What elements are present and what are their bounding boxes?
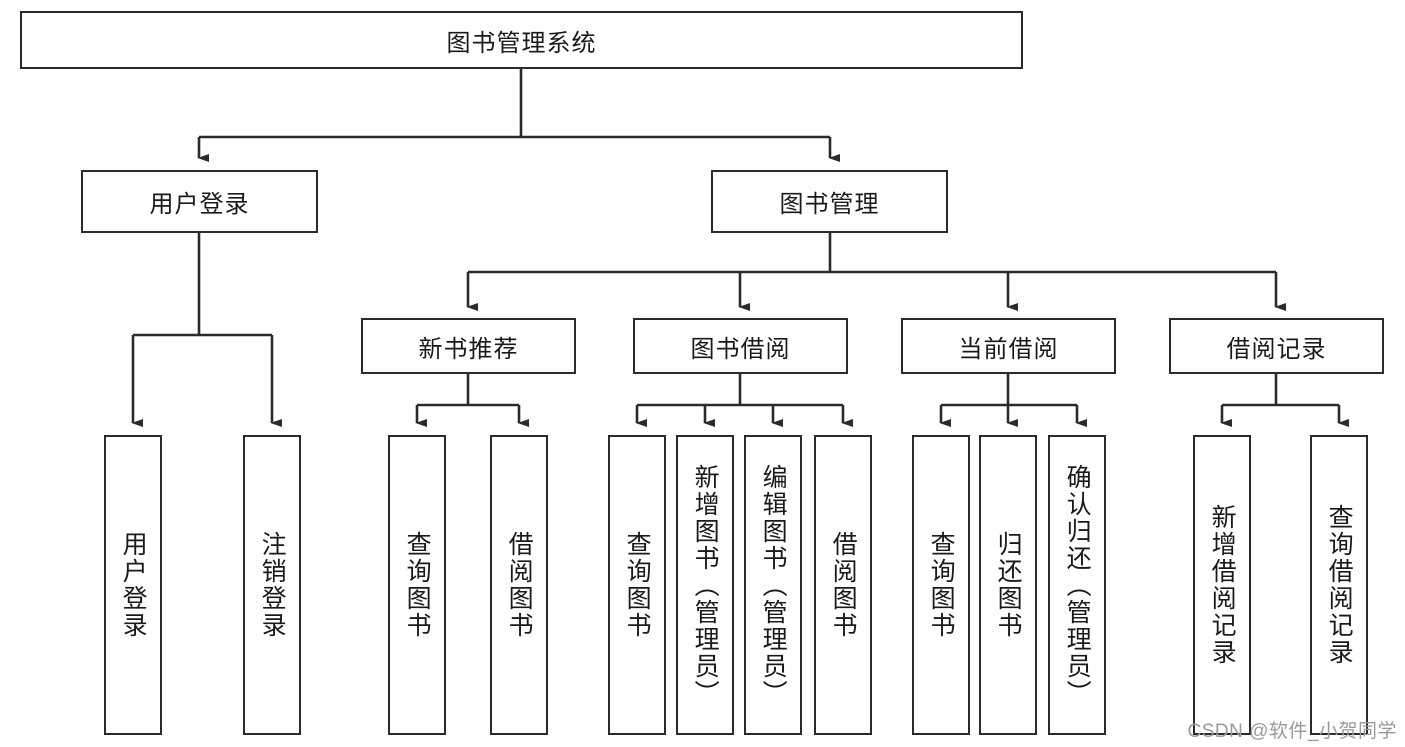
node-leaf-add-book[interactable]: 新增图书（管理员） <box>676 435 734 735</box>
node-label: 新增借阅记录 <box>1208 504 1237 666</box>
edges-new-book-recommend-to-leaves <box>415 374 529 427</box>
node-label: 用户登录 <box>149 191 250 218</box>
node-label: 图书借阅 <box>690 335 791 363</box>
edges-current-borrow-to-leaves <box>939 374 1087 427</box>
node-label: 注销登录 <box>258 531 287 639</box>
node-label: 查询图书 <box>927 531 956 639</box>
node-label: 图书管理系统 <box>446 29 597 57</box>
node-label: 新增图书（管理员） <box>691 463 720 707</box>
node-label: 当前借阅 <box>958 335 1059 363</box>
node-current-borrow[interactable]: 当前借阅 <box>901 318 1116 374</box>
node-label: 借阅记录 <box>1226 335 1327 363</box>
node-label: 查询图书 <box>623 531 652 639</box>
node-label: 归还图书 <box>994 531 1023 639</box>
node-label: 新书推荐 <box>418 335 519 363</box>
node-label: 图书管理 <box>779 191 880 218</box>
node-user-login[interactable]: 用户登录 <box>81 170 318 233</box>
node-leaf-borrow-book-2[interactable]: 借阅图书 <box>814 435 872 735</box>
node-leaf-query-book-1[interactable]: 查询图书 <box>388 435 446 735</box>
node-label: 确认归还（管理员） <box>1063 463 1092 707</box>
node-label: 用户登录 <box>119 531 148 639</box>
edges-book-management-to-level3 <box>466 233 1286 311</box>
node-leaf-add-record[interactable]: 新增借阅记录 <box>1193 435 1251 735</box>
node-leaf-user-logout[interactable]: 注销登录 <box>243 435 301 735</box>
node-leaf-borrow-book-1[interactable]: 借阅图书 <box>490 435 548 735</box>
node-book-management[interactable]: 图书管理 <box>711 170 948 233</box>
node-label: 编辑图书（管理员） <box>759 463 788 707</box>
node-label: 借阅图书 <box>505 531 534 639</box>
edges-root-to-level2 <box>197 69 840 162</box>
node-book-borrow[interactable]: 图书借阅 <box>633 318 848 374</box>
node-leaf-return-book[interactable]: 归还图书 <box>979 435 1037 735</box>
node-label: 查询图书 <box>403 531 432 639</box>
node-label: 借阅图书 <box>829 531 858 639</box>
node-leaf-query-book-2[interactable]: 查询图书 <box>608 435 666 735</box>
node-leaf-edit-book[interactable]: 编辑图书（管理员） <box>744 435 802 735</box>
node-new-book-recommend[interactable]: 新书推荐 <box>361 318 576 374</box>
node-borrow-record[interactable]: 借阅记录 <box>1169 318 1384 374</box>
edges-user-login-to-leaves <box>131 233 282 427</box>
node-leaf-query-record[interactable]: 查询借阅记录 <box>1310 435 1368 735</box>
node-label: 查询借阅记录 <box>1325 504 1354 666</box>
edges-borrow-record-to-leaves <box>1220 374 1349 427</box>
edges-book-borrow-to-leaves <box>635 374 853 427</box>
node-leaf-user-login[interactable]: 用户登录 <box>104 435 162 735</box>
node-root-book-management-system[interactable]: 图书管理系统 <box>20 11 1023 69</box>
node-leaf-confirm-return[interactable]: 确认归还（管理员） <box>1048 435 1106 735</box>
node-leaf-query-book-3[interactable]: 查询图书 <box>912 435 970 735</box>
